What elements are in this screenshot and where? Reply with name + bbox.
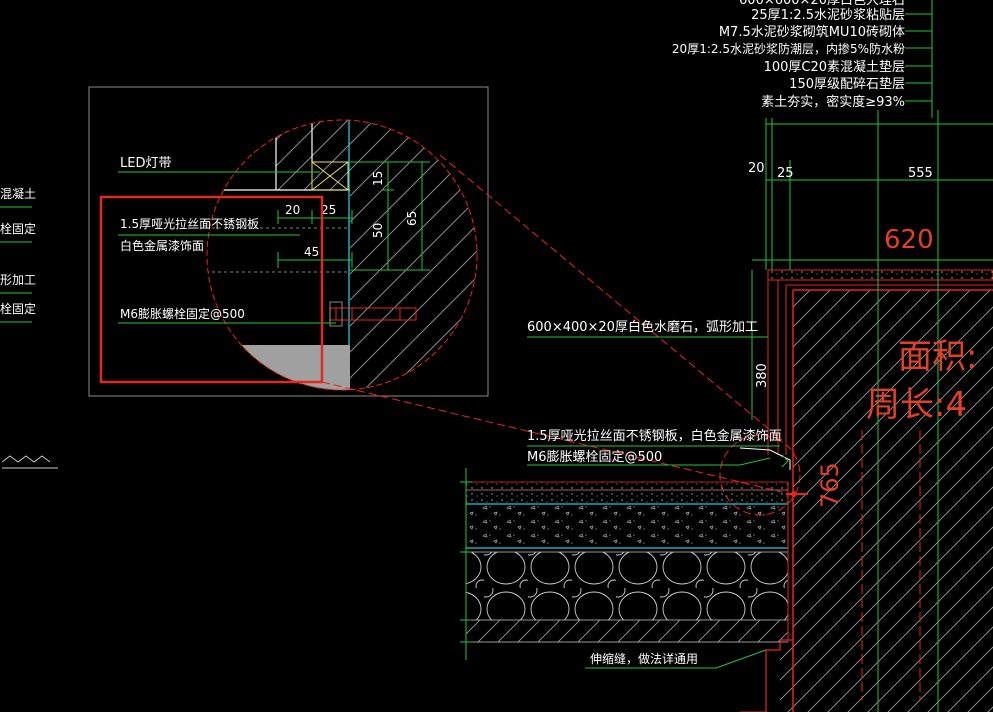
detail-dim-65: 65: [405, 211, 419, 226]
layer-label-5: 150厚级配碎石垫层: [789, 76, 905, 92]
layer-label-1: 25厚1:2.5水泥砂浆粘贴层: [751, 8, 905, 23]
left-label-3: 栓固定: [0, 301, 36, 316]
detail-dimensions: [277, 161, 430, 271]
detail-dim-50: 50: [371, 223, 385, 238]
layer-label-4: 100厚C20素混凝土垫层: [764, 59, 905, 75]
main-steel-label: 1.5厚哑光拉丝面不锈钢板，白色金属漆饰面: [527, 428, 782, 444]
layer-label-3: 20厚1:2.5水泥砂浆防潮层，内掺5%防水粉: [672, 41, 905, 56]
detail-dim-45: 45: [304, 245, 319, 259]
main-dim-20: 20: [748, 161, 765, 176]
floor-layers: [460, 468, 789, 660]
left-label-1: 栓固定: [0, 221, 36, 236]
detail-circle-content: [207, 120, 477, 390]
detail-dim-25: 25: [321, 203, 336, 217]
left-label-0: 混凝土: [0, 186, 36, 201]
detail-led-label: LED灯带: [120, 156, 171, 171]
main-dim-765: 765: [816, 462, 844, 508]
detail-frame: [88, 86, 489, 397]
detail-circle-outline: [206, 119, 478, 391]
detail-steel-label-2: 白色金属漆饰面: [120, 238, 204, 253]
detail-dim-20: 20: [285, 203, 300, 217]
area-label: 面积:: [898, 337, 977, 377]
main-bolt-label: M6膨胀螺栓固定@500: [527, 450, 662, 465]
main-dim-620: 620: [884, 225, 934, 255]
left-label-2: 形加工: [0, 273, 36, 287]
detail-steel-label-1: 1.5厚哑光拉丝面不锈钢板: [120, 216, 259, 231]
layer-label-2: M7.5水泥砂浆砌筑MU10砖砌体: [719, 24, 905, 40]
layer-label-6: 素土夯实，密实度≥93%: [761, 94, 905, 110]
joint-label: 伸缩缝，做法详通用: [590, 651, 698, 666]
detail-bolt-label: M6膨胀螺栓固定@500: [120, 306, 245, 321]
main-section: 20 25 555 620 380 765 面积: 周长:4 600×400×2…: [460, 110, 993, 712]
highlight-box: [99, 195, 324, 384]
left-edge-labels: 混凝土 栓固定 形加工 栓固定: [0, 186, 58, 469]
main-dim-380: 380: [755, 363, 770, 388]
layer-label-0: 600×600×20厚白色大理石: [739, 0, 905, 8]
main-marble-label: 600×400×20厚白色水磨石，弧形加工: [527, 319, 758, 335]
layer-callout: 600×600×20厚白色大理石 25厚1:2.5水泥砂浆粘贴层 M7.5水泥砂…: [672, 0, 933, 118]
detail-view: 20 25 45 15 50 65 LED灯带 1.5厚哑光拉丝面不锈钢板 白色…: [88, 86, 489, 397]
perimeter-label: 周长:4: [866, 385, 967, 425]
main-dim-25: 25: [777, 166, 794, 181]
main-bolt-leader-line: [527, 457, 771, 466]
left-ground-symbol: [1, 455, 58, 469]
main-dim-555: 555: [908, 166, 933, 181]
detail-dim-15: 15: [371, 171, 385, 186]
